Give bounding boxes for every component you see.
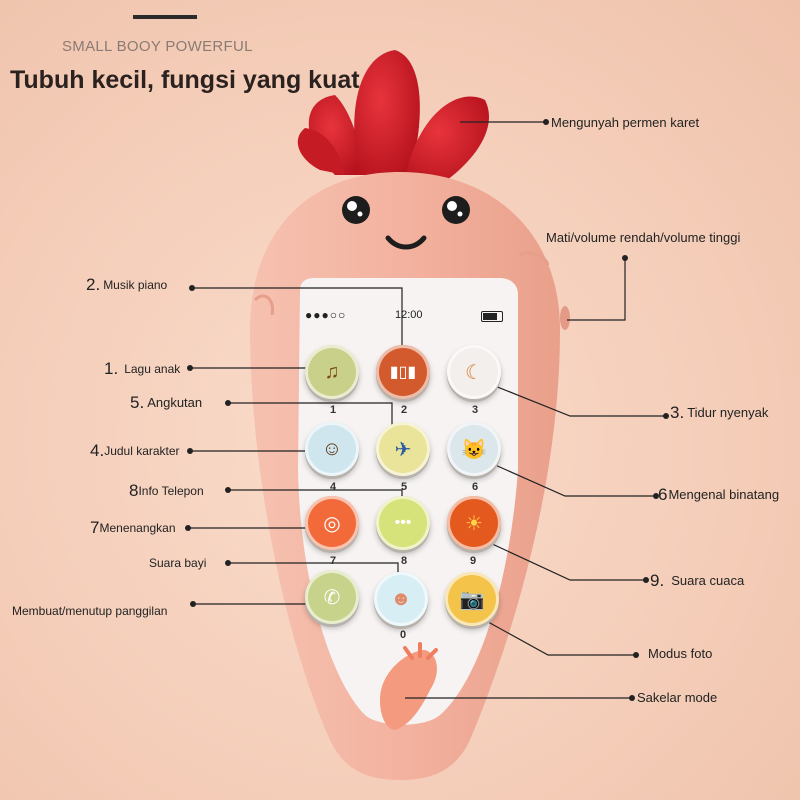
key-9-button[interactable]: ☀ [447,496,501,550]
key-number: 7 [330,555,337,567]
leader-dot [653,493,659,499]
cat-face-icon: 😺 [461,438,487,461]
key-number: 8 [401,555,408,567]
subtitle: SMALL BOOY POWERFUL [62,38,253,55]
leader-dot [225,560,231,566]
page-title: Tubuh kecil, fungsi yang kuat [10,66,360,94]
carrot-leaves [297,50,489,185]
signal-dots-icon: ●●●○○ [305,308,347,322]
leader-dot [190,601,196,607]
leader-dot [543,119,549,125]
label-number: 5. [130,393,145,412]
key-number: 9 [470,555,477,567]
key-number: 6 [472,481,479,493]
boy-face-icon: ☺ [321,437,343,460]
leader-dot [633,652,639,658]
leader-dot [629,695,635,701]
camera-icon: 📷 [459,588,485,611]
label-number: 6 [658,485,668,504]
label-piano: 2.Musik piano [86,275,167,295]
pacifier-icon: ◎ [323,512,341,535]
label-text: Judul karakter [104,444,180,458]
leader-dot [643,577,649,583]
screen-time: 12:00 [395,309,423,321]
key-0-button[interactable]: ☻ [374,572,428,626]
key-2-button[interactable]: ▮▯▮ [376,345,430,399]
label-number: 3. [670,403,685,422]
label-animals: 6Mengenal binatang [658,485,779,505]
label-weather: 9. Suara cuaca [650,571,744,591]
label-baby: Suara bayi [149,556,207,570]
battery-icon [481,311,503,322]
leader-dot [663,413,669,419]
speech-bubble-icon: ••• [394,514,412,531]
label-number: 4. [90,441,105,460]
label-text: Musik piano [103,278,168,292]
key-number: 2 [401,404,408,416]
leader-dot [185,525,191,531]
label-number: 8 [129,481,139,500]
key-number: 1 [330,404,337,416]
key-5-button[interactable]: ✈ [376,422,430,476]
label-chew: Mengunyah permen karet [551,115,700,130]
label-transport: 5.Angkutan [130,393,202,413]
key-4-button[interactable]: ☺ [305,422,359,476]
leader-dot [225,400,231,406]
label-number: 1. [104,359,119,378]
key-3-button[interactable]: ☾ [447,345,501,399]
key-7-button[interactable]: ◎ [305,496,359,550]
sun-icon: ☀ [465,512,483,535]
label-sleep: 3.Tidur nyenyak [670,403,768,423]
phone-handset-icon: ✆ [323,586,341,609]
leader-dot [622,255,628,261]
key-8-button[interactable]: ••• [376,496,430,550]
label-text: Tidur nyenyak [687,405,769,420]
key-number: 4 [330,481,337,493]
label-text: Mengenal binatang [668,487,780,502]
label-volume: Mati/volume rendah/volume tinggi [546,230,741,245]
leader-dot [225,487,231,493]
label-text: Info Telepon [138,484,204,498]
label-text: Lagu anak [124,362,181,376]
key-1-button[interactable]: ♫ [305,345,359,399]
label-text: Angkutan [147,395,203,410]
label-call: Membuat/menutup panggilan [12,604,168,618]
label-text: Suara cuaca [671,573,745,588]
baby-face-icon: ☻ [390,587,412,610]
leader-dot [187,365,193,371]
piano-keys-icon: ▮▯▮ [389,364,417,381]
key-number: 5 [401,481,408,493]
mode-switch-slider [380,642,438,730]
label-photo: Modus foto [648,646,713,661]
key-number: 0 [400,629,407,641]
leader-dot [189,285,195,291]
label-number: 7 [90,518,100,537]
label-number: 9. [650,571,665,590]
call-button[interactable]: ✆ [305,570,359,624]
music-notes-icon: ♫ [324,360,340,383]
sleeping-moon-icon: ☾ [465,361,483,384]
airplane-icon: ✈ [394,438,412,461]
key-number: 3 [472,404,479,416]
label-songs: 1. Lagu anak [104,359,180,379]
leader-dot [187,448,193,454]
label-info: 8Info Telepon [129,481,204,501]
carrot-face [342,196,470,250]
photo-button[interactable]: 📷 [445,572,499,626]
top-decor-bar [133,15,197,19]
label-calm: 7Menenangkan [90,518,176,538]
key-6-button[interactable]: 😺 [447,422,501,476]
label-mode: Sakelar mode [637,690,718,705]
label-number: 2. [86,275,101,294]
label-character: 4.Judul karakter [90,441,180,461]
label-text: Menenangkan [99,521,176,535]
